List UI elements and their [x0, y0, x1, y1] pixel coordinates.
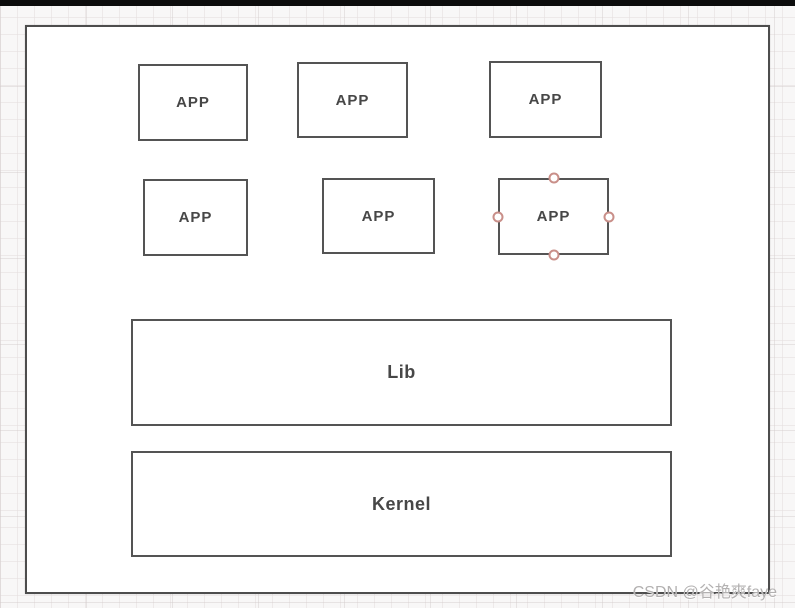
app-box-4-label: APP: [178, 209, 213, 226]
top-black-bar: [0, 0, 795, 6]
connection-handle-left[interactable]: [492, 211, 504, 222]
kernel-box-label: Kernel: [371, 493, 432, 514]
connection-handle-top[interactable]: [548, 172, 559, 184]
app-box-6-label: APP: [536, 208, 571, 225]
lib-box[interactable]: Lib: [131, 319, 672, 426]
connection-handle-bottom[interactable]: [548, 249, 559, 261]
app-box-2[interactable]: APP: [297, 62, 408, 138]
connection-handle-right[interactable]: [603, 211, 615, 222]
app-box-1[interactable]: APP: [138, 64, 248, 141]
app-box-3[interactable]: APP: [489, 61, 602, 138]
app-box-2-label: APP: [335, 91, 370, 109]
csdn-watermark: CSDN @谷艳爽faye: [632, 584, 777, 601]
app-box-6-selected[interactable]: APP: [492, 172, 615, 261]
app-box-5-label: APP: [361, 207, 396, 225]
lib-box-label: Lib: [387, 362, 416, 382]
kernel-box[interactable]: Kernel: [131, 451, 672, 557]
app-box-1-label: APP: [176, 94, 210, 111]
app-box-3-label: APP: [528, 91, 563, 108]
app-box-4[interactable]: APP: [143, 179, 248, 256]
app-box-5[interactable]: APP: [322, 178, 435, 254]
